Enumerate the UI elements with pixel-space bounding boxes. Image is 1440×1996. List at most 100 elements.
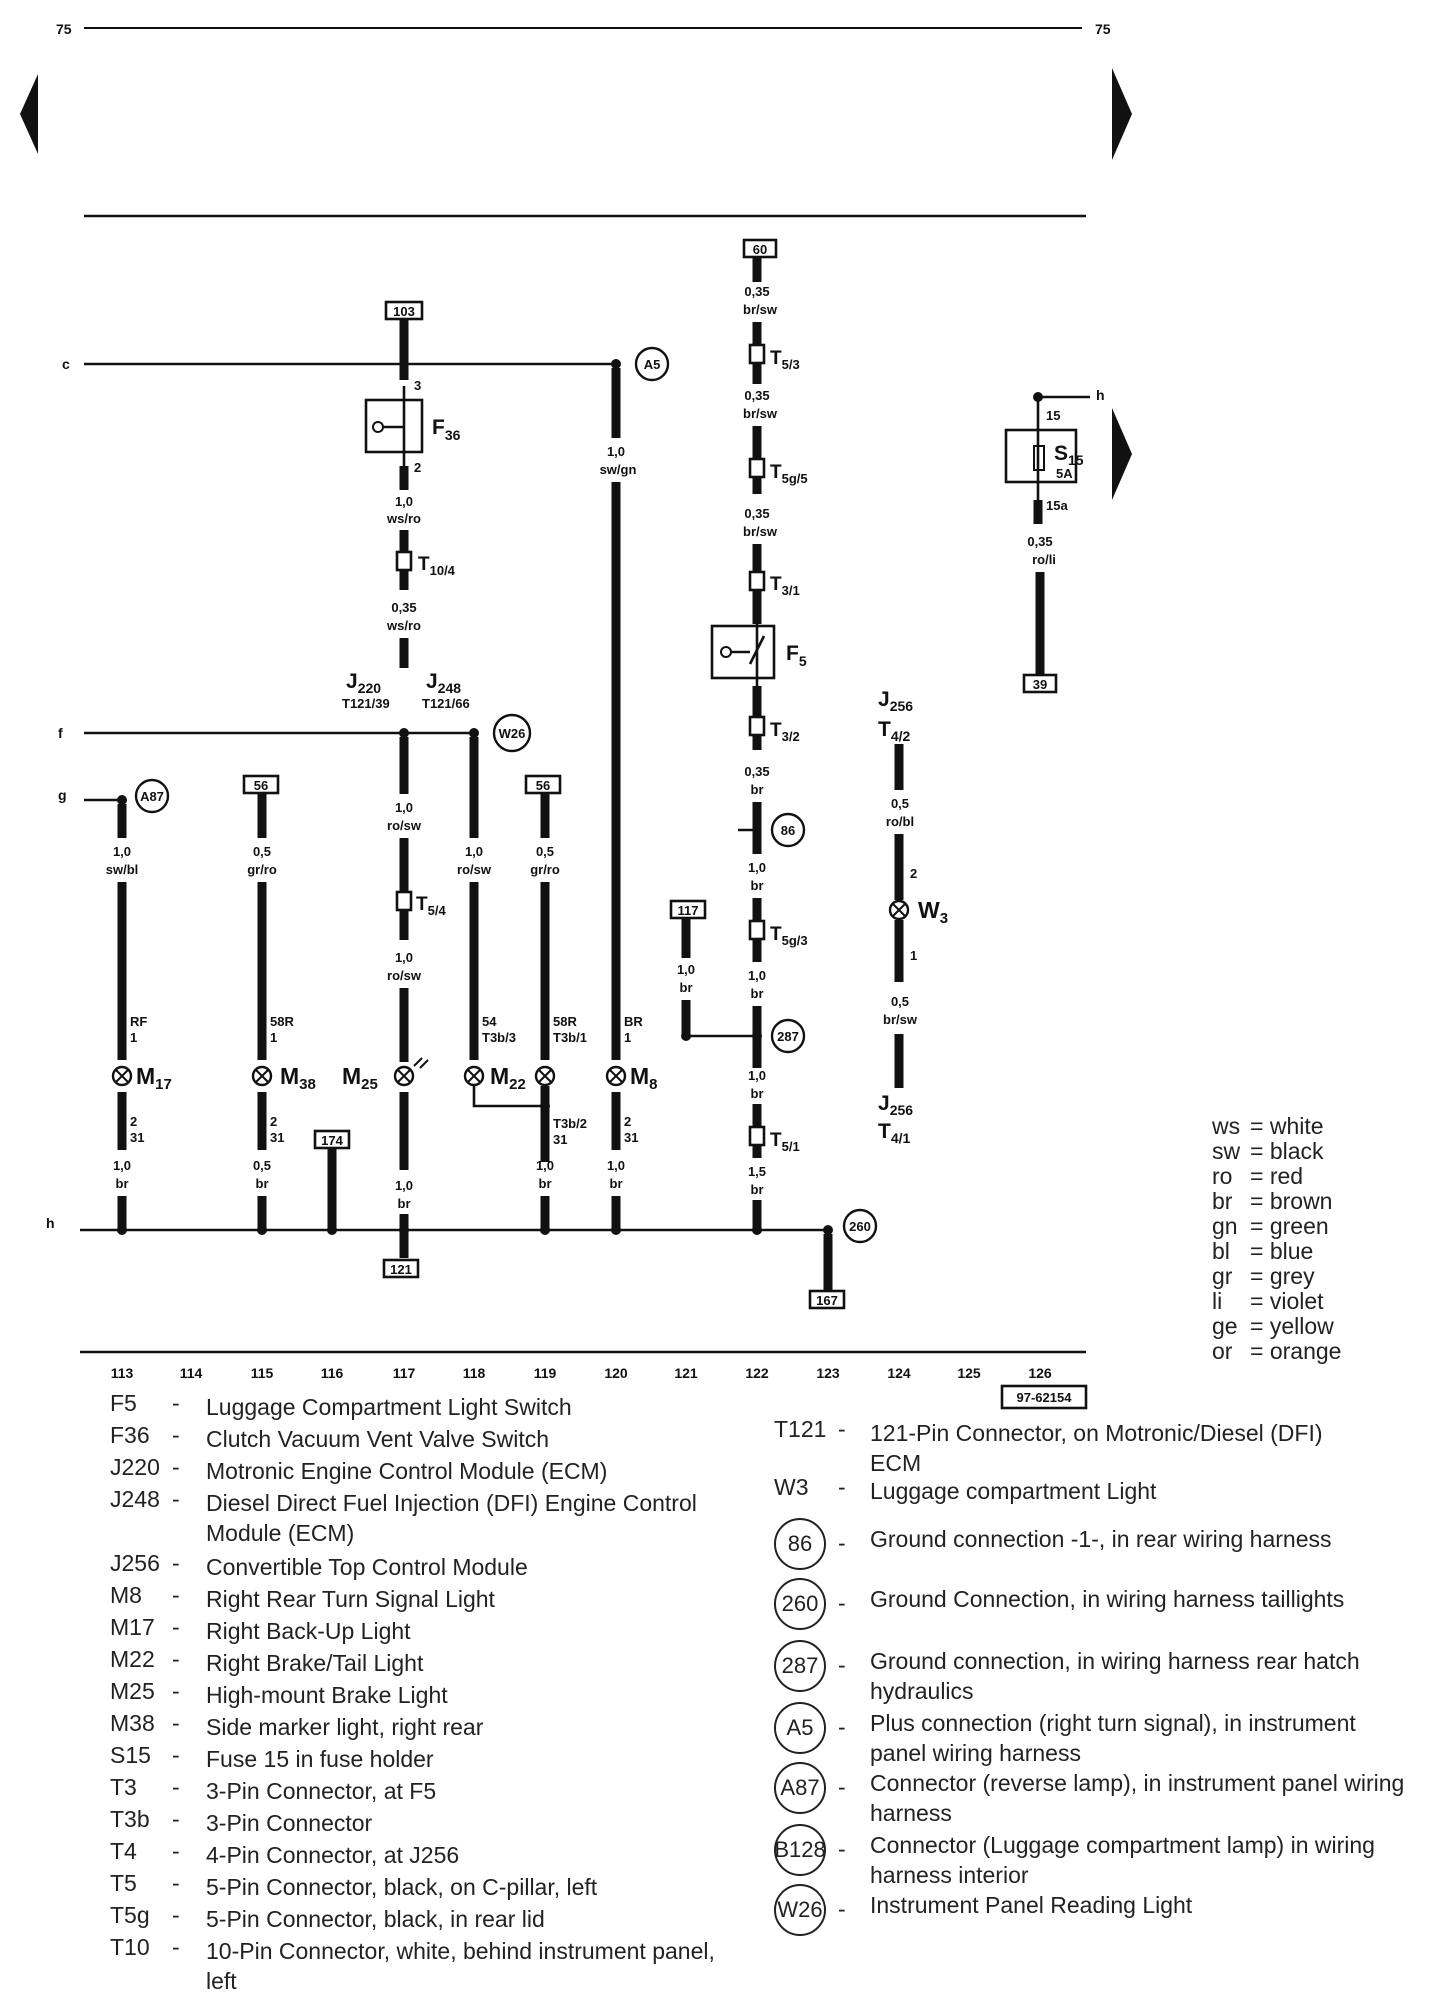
legend-desc: 5-Pin Connector, black, in rear lid — [206, 1906, 545, 1932]
svg-text:T5g/3: T5g/3 — [770, 924, 808, 948]
next-page-arrow-icon[interactable] — [1112, 68, 1132, 160]
color-equals: = — [1250, 1338, 1270, 1364]
svg-text:1,0: 1,0 — [748, 968, 766, 983]
color-equals: = — [1250, 1138, 1270, 1164]
svg-text:br/sw: br/sw — [743, 406, 778, 421]
label-f5: F5 — [786, 642, 807, 669]
svg-text:1,0: 1,0 — [677, 962, 695, 977]
legend-code: J248 — [110, 1486, 160, 1512]
connector-t5g-3 — [748, 919, 766, 941]
legend-desc: Plus connection (right turn signal), in … — [870, 1710, 1356, 1766]
svg-text:58R: 58R — [270, 1014, 294, 1029]
color-name: white — [1269, 1113, 1324, 1139]
svg-text:1: 1 — [624, 1030, 631, 1045]
color-name: yellow — [1269, 1313, 1334, 1339]
color-name: brown — [1269, 1188, 1333, 1214]
ground-287 — [770, 1018, 806, 1054]
legend-code: T4 — [110, 1838, 137, 1864]
legend-right: T121-121-Pin Connector, on Motronic/Dies… — [774, 1418, 1414, 1988]
color-key-row: ro= red — [1212, 1164, 1341, 1189]
legend-desc: Connector (Luggage compartment lamp) in … — [870, 1832, 1375, 1888]
grid-number: 116 — [321, 1365, 344, 1381]
color-abbr: ws — [1212, 1113, 1241, 1139]
continue-arrow-icon[interactable] — [1112, 408, 1132, 500]
color-equals: = — [1250, 1163, 1270, 1189]
svg-text:ro/bl: ro/bl — [886, 814, 914, 829]
svg-text:1,0: 1,0 — [465, 844, 483, 859]
color-key-row: gr= grey — [1212, 1264, 1341, 1289]
svg-text:br: br — [539, 1176, 552, 1191]
legend-ground-symbol: 287 — [774, 1640, 826, 1692]
grid-number: 124 — [887, 1365, 911, 1381]
legend-code: J220 — [110, 1454, 160, 1480]
grid-number: 114 — [180, 1365, 203, 1381]
legend-ground-symbol: 260 — [774, 1578, 826, 1630]
svg-text:T3b/1: T3b/1 — [553, 1030, 587, 1045]
label-j248: J248 — [426, 670, 461, 696]
svg-text:T10/4: T10/4 — [418, 554, 456, 578]
legend-dash: - — [838, 1714, 846, 1740]
color-key-row: or= orange — [1212, 1339, 1341, 1364]
svg-text:1,0: 1,0 — [395, 800, 413, 815]
legend-ground-symbol: A5 — [774, 1702, 826, 1754]
legend-desc: Connector (reverse lamp), in instrument … — [870, 1770, 1405, 1826]
legend-dash: - — [838, 1652, 846, 1678]
svg-text:br/sw: br/sw — [743, 302, 778, 317]
legend-code: T121 — [774, 1416, 827, 1442]
svg-text:1,0: 1,0 — [536, 1158, 554, 1173]
color-key-row: br= brown — [1212, 1189, 1341, 1214]
legend-ground-symbol: B128 — [774, 1824, 826, 1876]
svg-text:br/sw: br/sw — [743, 524, 778, 539]
grid-number: 120 — [604, 1365, 628, 1381]
svg-text:br: br — [751, 878, 764, 893]
svg-text:T5g/5: T5g/5 — [770, 462, 808, 486]
svg-text:br: br — [610, 1176, 623, 1191]
legend-desc: Motronic Engine Control Module (ECM) — [206, 1458, 608, 1484]
legend-dash: - — [172, 1774, 180, 1800]
svg-text:1,0: 1,0 — [748, 1068, 766, 1083]
svg-text:T5/4: T5/4 — [416, 894, 446, 918]
legend-code: M17 — [110, 1614, 155, 1640]
svg-text:A5: A5 — [644, 357, 661, 372]
legend-desc: 4-Pin Connector, at J256 — [206, 1842, 460, 1868]
svg-text:T3b/2: T3b/2 — [553, 1116, 587, 1131]
svg-text:ro/sw: ro/sw — [387, 818, 422, 833]
svg-text:1,0: 1,0 — [607, 1158, 625, 1173]
legend-dash: - — [172, 1678, 180, 1704]
legend-desc: Clutch Vacuum Vent Valve Switch — [206, 1426, 550, 1452]
color-abbr: ro — [1212, 1163, 1233, 1189]
svg-text:sw/gn: sw/gn — [600, 462, 637, 477]
color-equals: = — [1250, 1188, 1270, 1214]
legend-dash: - — [172, 1742, 180, 1768]
svg-text:58R: 58R — [553, 1014, 577, 1029]
svg-text:T3/1: T3/1 — [770, 574, 800, 598]
svg-text:ro/sw: ro/sw — [457, 862, 492, 877]
grid-number: 125 — [957, 1365, 981, 1381]
svg-text:T3/2: T3/2 — [770, 720, 800, 744]
svg-text:1: 1 — [910, 948, 917, 963]
grid-number: 126 — [1028, 1365, 1052, 1381]
grid-number: 118 — [463, 1365, 486, 1381]
legend-dash: - — [172, 1614, 180, 1640]
line-label-c: c — [62, 356, 70, 372]
ground-a5 — [634, 346, 670, 382]
legend-desc: Fuse 15 in fuse holder — [206, 1746, 434, 1772]
legend-dash: - — [172, 1422, 180, 1448]
color-name: black — [1269, 1138, 1324, 1164]
legend-desc: Convertible Top Control Module — [206, 1554, 528, 1580]
legend-desc: Ground connection, in wiring harness rea… — [870, 1648, 1360, 1704]
svg-text:0,35: 0,35 — [744, 764, 769, 779]
legend-code: J256 — [110, 1550, 160, 1576]
legend-dash: - — [838, 1774, 846, 1800]
color-name: green — [1269, 1213, 1329, 1239]
prev-page-arrow-icon[interactable] — [20, 74, 38, 154]
page-number-left: 75 — [56, 21, 72, 37]
svg-text:174: 174 — [321, 1133, 343, 1148]
color-key-row: gn= green — [1212, 1214, 1341, 1239]
ground-w26 — [492, 713, 532, 753]
color-abbr: gn — [1212, 1213, 1238, 1239]
svg-text:2: 2 — [624, 1114, 631, 1129]
color-key-row: sw= black — [1212, 1139, 1341, 1164]
svg-text:0,35: 0,35 — [744, 506, 769, 521]
